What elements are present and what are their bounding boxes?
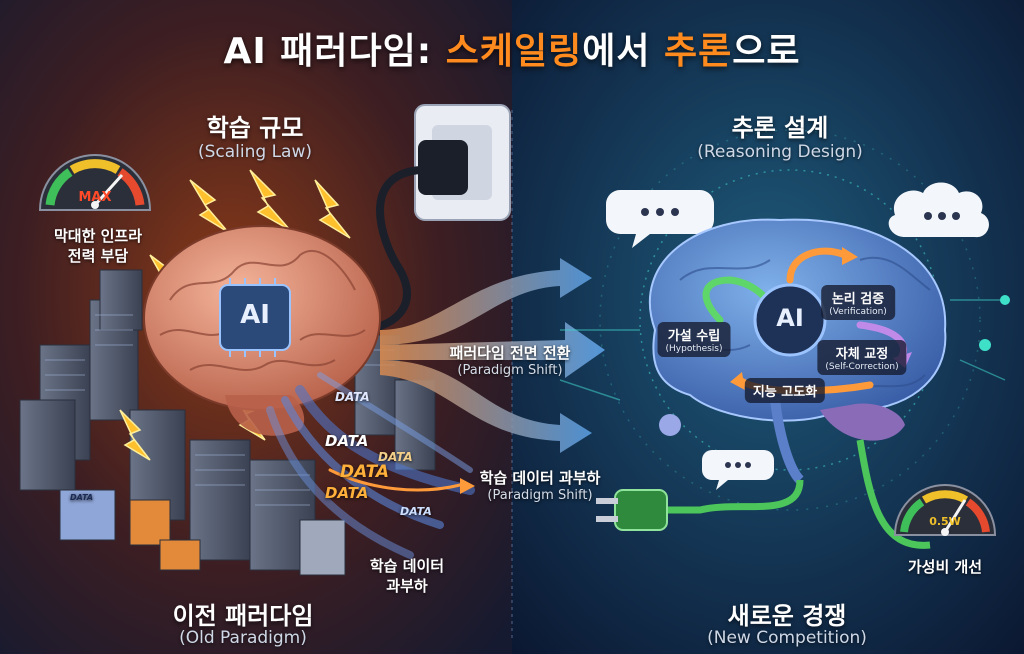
data-label: DATA bbox=[335, 390, 370, 404]
overload-label-line-1: 학습 데이터 bbox=[369, 557, 445, 575]
title-part-3: 에서 bbox=[582, 31, 664, 72]
network-node bbox=[1000, 295, 1010, 305]
loop-arrowhead bbox=[842, 247, 858, 265]
hypothesis-ko: 가설 수립 bbox=[667, 329, 721, 344]
title-highlight-reasoning: 추론 bbox=[663, 31, 733, 72]
shift-sublabel: (Paradigm Shift) bbox=[457, 363, 563, 378]
left-bottom-subheading: (Old Paradigm) bbox=[179, 628, 307, 648]
hypothesis-en: (Hypothesis) bbox=[665, 344, 723, 354]
efficiency-gauge-label: 0.5W bbox=[929, 515, 961, 528]
infra-label-line-1: 막대한 인프라 bbox=[53, 227, 143, 245]
reasoning-chip bbox=[753, 283, 827, 357]
verification-en: (Verification) bbox=[829, 307, 887, 317]
title-part-5: 으로 bbox=[732, 31, 801, 72]
left-ai-chip-label: AI bbox=[240, 300, 270, 330]
right-ai-chip-label: AI bbox=[776, 304, 804, 332]
small-speech-bubble-icon bbox=[702, 450, 774, 490]
right-bottom-subheading: (New Competition) bbox=[707, 628, 867, 648]
overloaded-brain bbox=[143, 225, 381, 436]
data-label: DATA bbox=[70, 493, 94, 502]
network-node bbox=[659, 414, 681, 436]
data-label: DATA bbox=[340, 462, 390, 482]
cost-efficiency-label: 가성비 개선 bbox=[907, 558, 983, 576]
data-label: DATA bbox=[378, 450, 413, 464]
infra-label-line-2: 전력 부담 bbox=[67, 247, 129, 265]
self-correction-en: (Self-Correction) bbox=[825, 362, 899, 372]
right-bottom-heading: 새로운 경쟁 bbox=[727, 602, 847, 630]
self-correction-ko: 자체 교정 bbox=[835, 347, 889, 362]
right-heading: 추론 설계 bbox=[731, 114, 829, 142]
shift-label: 패러다임 전면 전환 bbox=[449, 344, 571, 362]
verification-label: 논리 검증 (Verification) bbox=[821, 285, 895, 320]
data-label: DATA bbox=[400, 505, 432, 518]
efficiency-gauge-icon bbox=[893, 484, 997, 536]
right-subheading: (Reasoning Design) bbox=[697, 142, 863, 162]
loop-arrowhead bbox=[730, 372, 745, 390]
max-gauge-label: MAX bbox=[78, 190, 112, 205]
hypothesis-label: 가설 수립 (Hypothesis) bbox=[657, 322, 731, 357]
speech-bubble-icon bbox=[606, 190, 714, 248]
paradigm-shift-arrows bbox=[380, 258, 605, 453]
wall-outlet-and-plug bbox=[351, 104, 511, 334]
data-streams bbox=[266, 372, 475, 559]
data-label: DATA bbox=[325, 484, 369, 502]
left-bottom-heading: 이전 패러다임 bbox=[172, 602, 314, 630]
left-subheading: (Scaling Law) bbox=[197, 142, 313, 162]
network-node bbox=[979, 339, 991, 351]
overload-label-line-2: 과부하 bbox=[386, 577, 428, 595]
intelligence-advance-label: 지능 고도화 bbox=[744, 378, 826, 403]
title-part-1: AI 패러다임: bbox=[223, 31, 446, 72]
thought-cloud-icon bbox=[888, 182, 989, 238]
left-heading: 학습 규모 bbox=[206, 114, 304, 142]
verification-ko: 논리 검증 bbox=[831, 292, 885, 307]
overload-shift-label: 학습 데이터 과부하 bbox=[479, 469, 601, 487]
max-gauge-icon bbox=[38, 154, 152, 211]
page-title: AI 패러다임: 스케일링에서 추론으로 bbox=[224, 22, 801, 74]
green-power-cable bbox=[596, 439, 931, 549]
self-correction-label: 자체 교정 (Self-Correction) bbox=[817, 340, 907, 375]
intelligence-advance-ko: 지능 고도화 bbox=[752, 385, 818, 400]
overload-shift-sublabel: (Paradigm Shift) bbox=[487, 488, 593, 503]
title-highlight-scaling: 스케일링 bbox=[445, 31, 583, 72]
data-label: DATA bbox=[325, 432, 369, 450]
